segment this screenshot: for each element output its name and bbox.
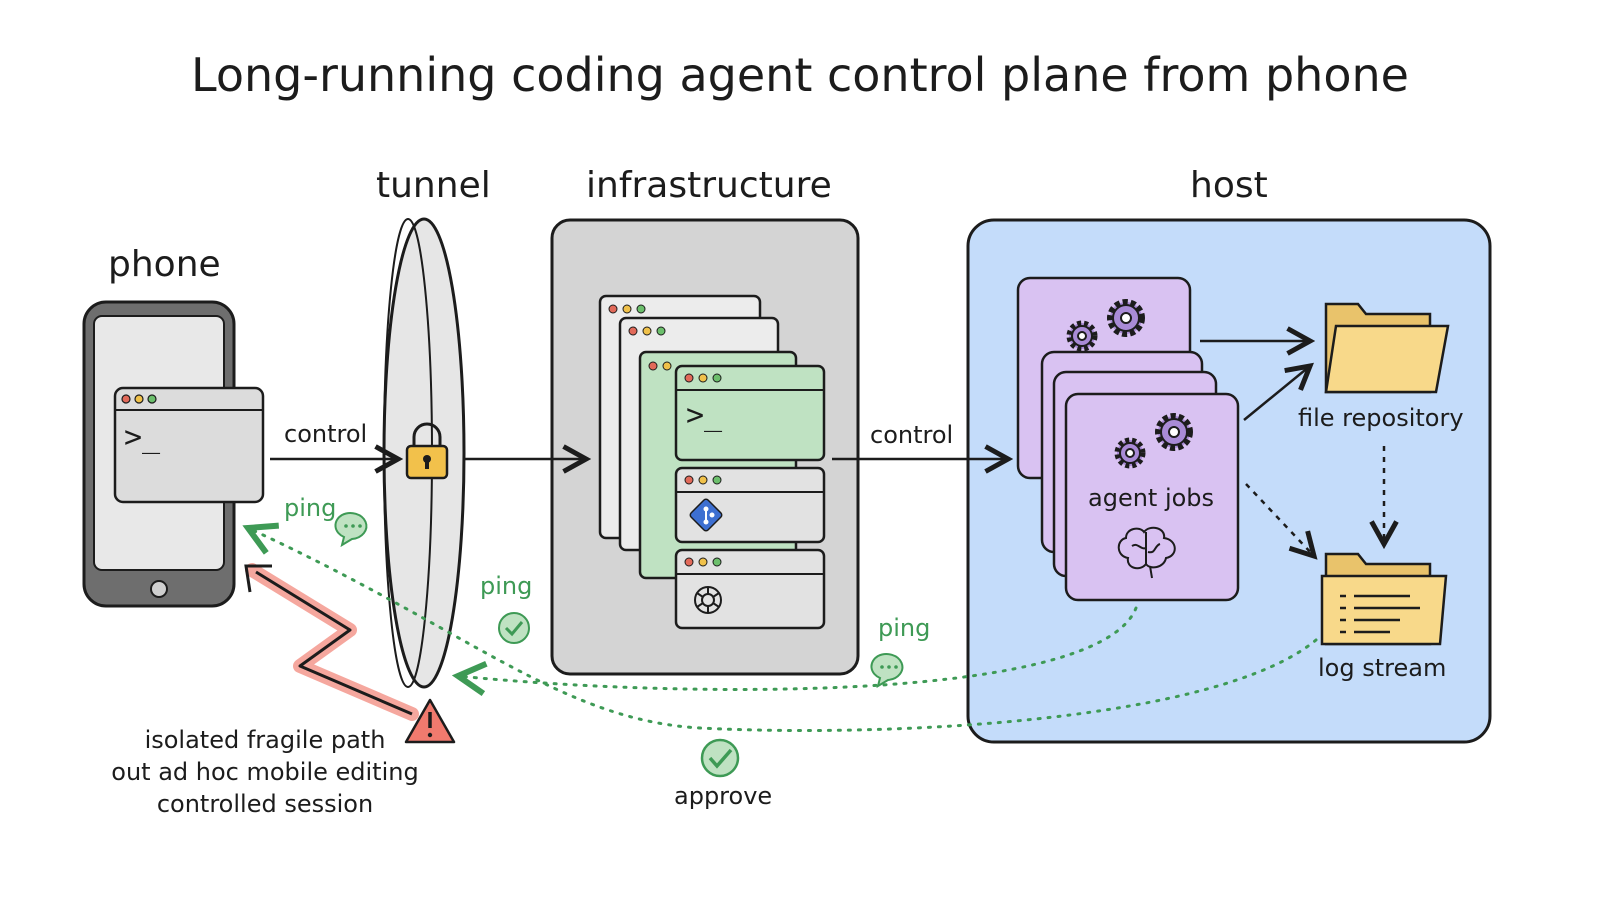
arrow-agents-to-repo-2	[1243, 366, 1310, 421]
warning-icon	[404, 698, 456, 744]
warning-line-1: isolated fragile path	[144, 726, 386, 754]
lock-icon	[405, 422, 449, 480]
ping-label-phone: ping	[284, 494, 337, 522]
ping-label-host: ping	[878, 614, 931, 642]
check-bubble-icon	[498, 612, 530, 644]
phone-terminal-window	[113, 386, 265, 504]
warning-line-2: out ad hoc mobile editing	[111, 758, 419, 786]
ping-path-log-to-phone	[248, 528, 1318, 733]
fragile-path-arrowhead	[244, 564, 272, 593]
chat-bubble-icon	[334, 512, 368, 548]
ai-assistant-icon	[694, 586, 722, 614]
control-label-left: control	[284, 420, 368, 448]
gear-pair-icon	[1114, 413, 1193, 469]
approve-label: approve	[674, 782, 773, 810]
infra-terminal-prompt: >_	[686, 398, 723, 433]
phone-heading: phone	[108, 244, 221, 285]
agent-jobs-label: agent jobs	[1088, 484, 1215, 512]
file-repository-folder-icon	[1324, 302, 1450, 394]
infra-terminal-window	[674, 364, 826, 462]
infrastructure-heading: infrastructure	[586, 165, 832, 206]
diagram-title: Long-running coding agent control plane …	[191, 48, 1409, 102]
brain-icon	[1117, 526, 1176, 579]
approve-check-icon	[700, 738, 740, 778]
log-stream-label: log stream	[1318, 654, 1447, 682]
ping-label-tunnel: ping	[480, 572, 533, 600]
tunnel-heading: tunnel	[376, 165, 491, 206]
phone-terminal-prompt: >_	[124, 420, 161, 455]
ai-window	[674, 548, 826, 630]
log-stream-folder-icon	[1320, 552, 1448, 646]
fragile-path-line	[255, 570, 413, 716]
host-heading: host	[1190, 165, 1268, 206]
warning-caption: isolated fragile path out ad hoc mobile …	[80, 724, 450, 820]
agent-jobs-card	[1064, 392, 1240, 602]
gear-icon	[1066, 299, 1145, 352]
chat-bubble-icon-host	[870, 653, 904, 689]
ping-path-agents-to-tunnel	[458, 606, 1138, 689]
git-icon	[689, 498, 723, 532]
control-label-right: control	[870, 421, 954, 449]
file-repository-label: file repository	[1298, 404, 1464, 432]
warning-line-3: controlled session	[156, 790, 374, 818]
